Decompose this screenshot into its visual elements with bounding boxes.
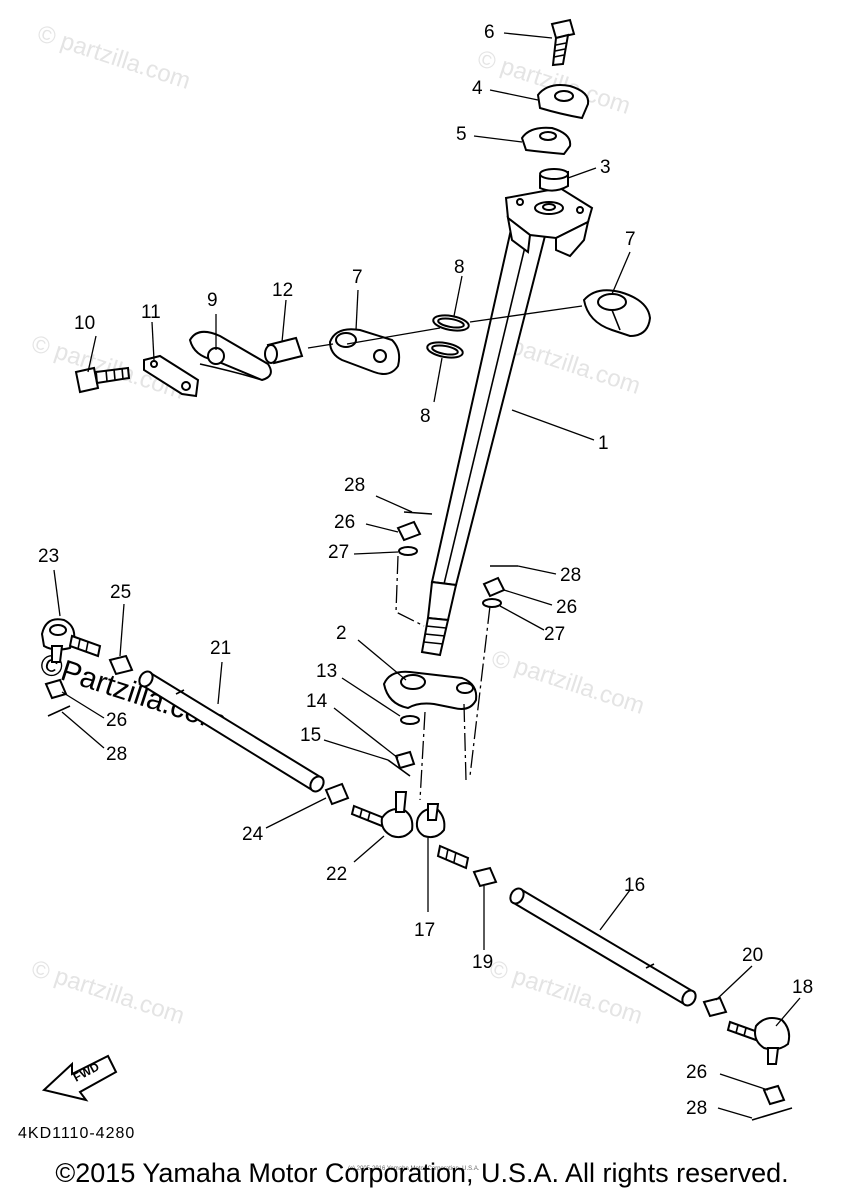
watermark: © partzilla.com (34, 20, 194, 95)
leader-lines (53, 32, 801, 1119)
copyright-notice: ©2015 Yamaha Motor Corporation, U.S.A. A… (55, 1158, 789, 1188)
callout-2: 2 (336, 623, 347, 644)
tie-rod-16 (509, 887, 697, 1007)
nut-washer-right (482, 565, 518, 608)
nuts-left (44, 654, 134, 717)
callout-28-right: 28 (560, 565, 581, 586)
tie-rod-end-17 (415, 803, 470, 870)
collar-12 (264, 336, 304, 365)
lock-plate-11 (143, 354, 200, 398)
callout-6: 6 (484, 22, 495, 43)
watermark: © partzilla.com (488, 645, 648, 720)
nut-washer-pin-13-15 (387, 715, 420, 777)
callout-1: 1 (598, 433, 609, 454)
callout-15: 15 (300, 725, 321, 746)
clamp-4 (536, 84, 590, 120)
nut-19 (472, 866, 498, 888)
stay-9 (188, 330, 272, 382)
callout-8-top: 8 (454, 257, 465, 278)
bolt-6 (550, 18, 576, 67)
watermark: © partzilla.com (28, 955, 188, 1030)
callout-27-upper: 27 (328, 542, 349, 563)
callout-7-right: 7 (625, 229, 636, 250)
callout-21: 21 (210, 638, 231, 659)
tie-rod-end-22 (350, 791, 414, 839)
nut-24 (324, 782, 350, 806)
callout-26-upper: 26 (334, 512, 355, 533)
callout-5: 5 (456, 124, 467, 145)
callout-14: 14 (306, 691, 328, 712)
callout-16: 16 (624, 875, 645, 896)
callout-28-left: 28 (106, 744, 127, 765)
bushing-7-right (582, 289, 652, 338)
pitman-arm-2 (382, 670, 478, 710)
assembly-lines (307, 305, 583, 801)
nut-pin-bottom-right (751, 1084, 793, 1121)
bushing-7-left (328, 328, 401, 375)
callout-8-bottom: 8 (420, 406, 431, 427)
callout-28-upper: 28 (344, 475, 365, 496)
callout-26-left: 26 (106, 710, 127, 731)
callout-11: 11 (141, 302, 161, 323)
callout-17: 17 (414, 920, 435, 941)
diagram-code: 4KD1110-4280 (18, 1125, 135, 1142)
callout-18: 18 (792, 977, 813, 998)
callout-7-left: 7 (352, 267, 363, 288)
shaft-cap (539, 168, 569, 192)
callout-26-bottom: 26 (686, 1062, 707, 1083)
callout-26-right: 26 (556, 597, 577, 618)
clamp-5 (520, 126, 572, 156)
nut-washer-upper (396, 511, 433, 556)
tie-rod-21 (138, 670, 325, 793)
callout-9: 9 (207, 290, 218, 311)
callout-labels: 6 4 5 3 7 7 8 8 10 11 9 12 1 28 26 27 28… (38, 22, 813, 1119)
rings-8 (426, 314, 470, 359)
tie-rod-end-18 (726, 1017, 791, 1065)
bolt-10 (74, 366, 131, 394)
callout-19: 19 (472, 952, 493, 973)
callout-4: 4 (472, 78, 483, 99)
callout-22: 22 (326, 864, 347, 885)
fwd-arrow-icon: FWD (41, 1054, 118, 1102)
nut-20 (702, 996, 728, 1018)
callout-13: 13 (316, 661, 337, 682)
callout-23: 23 (38, 546, 59, 567)
tie-rod-end-23 (40, 618, 102, 663)
callout-27-right: 27 (544, 624, 565, 645)
callout-28-bottom: 28 (686, 1098, 707, 1119)
callout-25: 25 (110, 582, 131, 603)
callout-10: 10 (74, 313, 95, 334)
callout-24: 24 (242, 824, 264, 845)
callout-12: 12 (272, 280, 293, 301)
small-credit: (c) 2005-2016 Yamaha Motor Corporation, … (348, 1166, 480, 1172)
callout-3: 3 (600, 157, 611, 178)
callout-20: 20 (742, 945, 763, 966)
